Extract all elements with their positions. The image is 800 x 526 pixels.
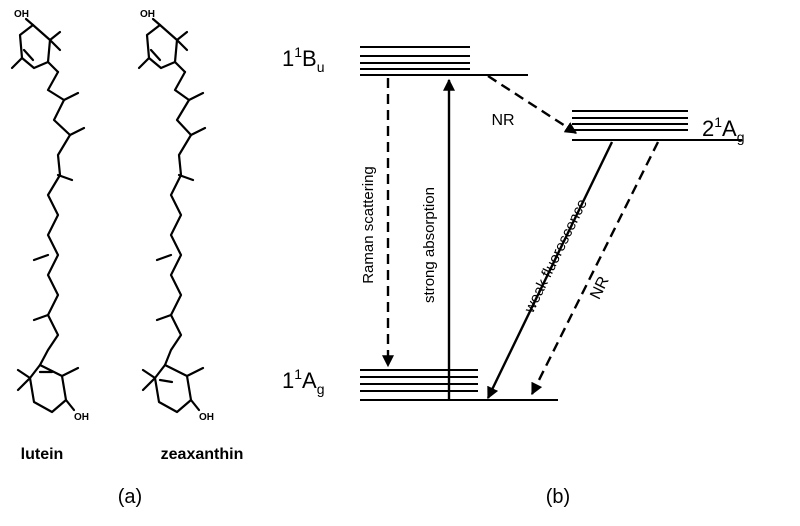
zeaxanthin-top-oh-bond bbox=[151, 17, 162, 27]
absorption-label: strong absorption bbox=[421, 187, 438, 303]
lutein-polyene-chain bbox=[38, 70, 72, 367]
nr-internal-conversion-arrow bbox=[487, 74, 578, 135]
lutein-bottom-methyls bbox=[16, 368, 32, 392]
panel-a: OH OH lutein OH bbox=[10, 9, 244, 508]
level-1Ag bbox=[360, 369, 558, 401]
fluorescence-label: weak fluorescence bbox=[521, 196, 591, 316]
lutein-top-oh-bond bbox=[24, 17, 35, 27]
zeaxanthin-bottom-oh-bond bbox=[189, 398, 201, 412]
lutein-label: lutein bbox=[21, 446, 64, 463]
lutein-chain-methyls bbox=[32, 91, 86, 322]
level-1Bu bbox=[360, 46, 528, 76]
state-1Ag-label: 11Ag bbox=[282, 366, 325, 397]
lutein-top-methyls bbox=[48, 30, 62, 52]
raman-label: Raman scattering bbox=[360, 166, 377, 284]
lutein-structure: OH OH lutein bbox=[10, 9, 89, 463]
zeaxanthin-top-ring-methyl bbox=[137, 56, 151, 70]
zeaxanthin-structure: OH OH zeaxanthin bbox=[137, 9, 244, 463]
fluorescence-arrow bbox=[486, 141, 614, 400]
zeaxanthin-polyene-chain bbox=[163, 70, 193, 367]
state-2Ag-label: 21Ag bbox=[702, 114, 745, 145]
level-2Ag bbox=[572, 110, 742, 141]
state-1Bu-label: 11Bu bbox=[282, 44, 325, 75]
zeaxanthin-bottom-oh: OH bbox=[199, 412, 214, 423]
zeaxanthin-chain-methyls bbox=[155, 91, 207, 322]
lutein-bottom-oh: OH bbox=[74, 412, 89, 423]
zeaxanthin-top-oh: OH bbox=[140, 9, 155, 20]
lutein-bottom-oh-bond bbox=[64, 398, 76, 412]
zeaxanthin-label: zeaxanthin bbox=[161, 446, 244, 463]
nr-top-label: NR bbox=[491, 112, 514, 129]
zeaxanthin-top-ring bbox=[145, 23, 187, 74]
panel-a-label: (a) bbox=[118, 486, 142, 508]
lutein-top-ring-methyl bbox=[10, 56, 24, 70]
panel-b-label: (b) bbox=[546, 486, 570, 508]
zeaxanthin-bottom-methyls bbox=[141, 368, 157, 392]
zeaxanthin-top-methyls bbox=[175, 30, 189, 52]
lutein-top-ring bbox=[18, 23, 60, 74]
lutein-top-oh: OH bbox=[14, 9, 29, 20]
panel-b: 11Bu 21Ag 11Ag Raman scattering strong a… bbox=[282, 44, 745, 508]
